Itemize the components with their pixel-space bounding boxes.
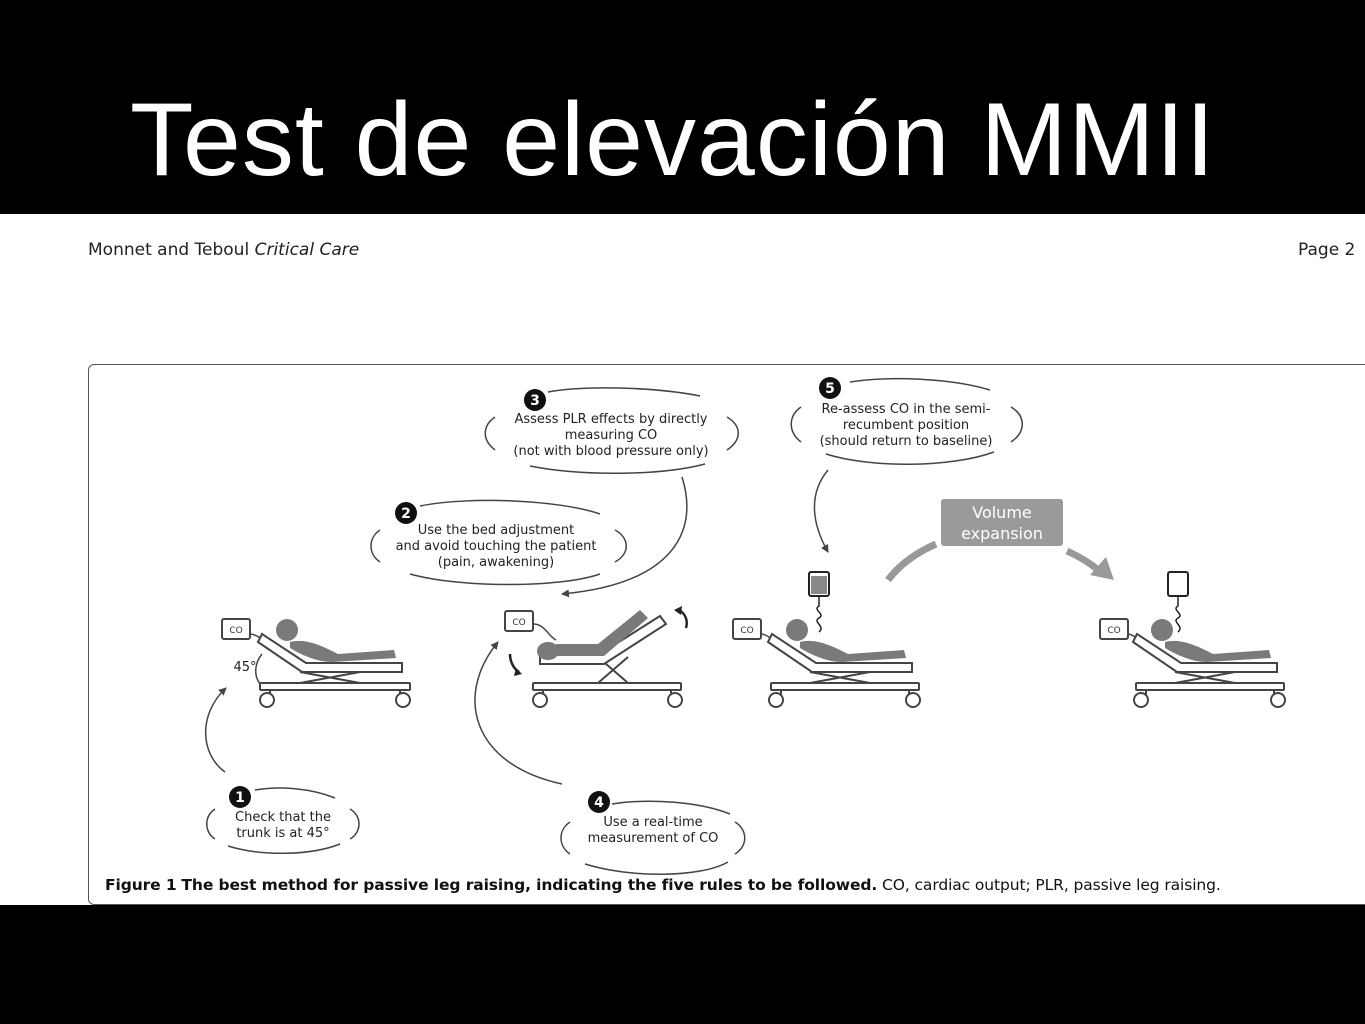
patient-head [786, 619, 808, 641]
caption-bold: The best method for passive leg raising,… [181, 876, 878, 894]
patient-body [290, 640, 396, 662]
step-4-callout: 4 Use a real-time measurement of CO [560, 791, 746, 875]
patient-head [537, 642, 559, 660]
volume-arc-left [885, 540, 938, 583]
patient-body [1165, 640, 1271, 662]
bed-wheel [1270, 692, 1286, 708]
step-4-line: measurement of CO [588, 831, 719, 846]
arrow-head [514, 668, 522, 676]
co-monitor-label: CO [740, 626, 753, 636]
step-5-badge [819, 377, 841, 399]
co-monitor-label: CO [512, 618, 525, 628]
iv-bag-fluid [811, 576, 827, 594]
bed-frame [770, 682, 920, 691]
angle-arc [255, 653, 263, 685]
step-4-badge [588, 791, 610, 813]
bed-station-4: CO [1099, 571, 1286, 708]
step-2-number: 2 [401, 506, 411, 522]
volume-expansion-line: expansion [961, 524, 1043, 543]
slide-title-bar: Test de elevación MMII [0, 0, 1365, 214]
step-1-number: 1 [235, 790, 245, 806]
paper-page-label: Page 2 [1298, 240, 1356, 260]
paper-journal: Critical Care [254, 240, 360, 260]
step-1-callout: 1 Check that the trunk is at 45° [206, 786, 360, 855]
step-2-line: Use the bed adjustment [418, 523, 574, 538]
step-2-badge [395, 502, 417, 524]
step-5-line: (should return to baseline) [820, 434, 993, 449]
step-3-badge [524, 389, 546, 411]
volume-expansion-line: Volume [972, 503, 1032, 522]
paper-figure-panel: Monnet and Teboul Critical Care Page 2 C… [0, 214, 1365, 905]
arrow-step3-to-bed2 [561, 476, 688, 598]
bed-wheel [532, 692, 548, 708]
step-4-number: 4 [594, 795, 604, 811]
figure-caption: Figure 1 The best method for passive leg… [105, 876, 1221, 894]
iv-bag-empty-icon [1167, 571, 1189, 597]
bed-wheel [905, 692, 921, 708]
step-2-callout: 2 Use the bed adjustment and avoid touch… [370, 499, 627, 586]
volume-arrow-head [1090, 557, 1114, 580]
co-monitor-icon [1099, 618, 1129, 640]
volume-expansion-box [941, 499, 1063, 546]
bed-frame [1135, 682, 1285, 691]
step-3-line: Assess PLR effects by directly [514, 412, 707, 427]
arrow-step1-to-bed1 [205, 687, 227, 773]
bed-mattress [256, 632, 403, 673]
bed-station-1: CO 45° [221, 618, 411, 708]
figure-diagram: CO 45° CO [205, 377, 1286, 875]
bed-station-3: CO [732, 571, 921, 708]
caption-label: Figure 1 [105, 876, 177, 894]
paper-header-left: Monnet and Teboul Critical Care [88, 240, 359, 260]
volume-expansion: Volume expansion [885, 499, 1114, 583]
rotate-down-arrow-icon [508, 653, 520, 674]
step-3-number: 3 [530, 393, 540, 409]
co-monitor-label: CO [229, 626, 242, 636]
arrow-step5-to-bed3 [813, 469, 829, 553]
figure-frame [88, 364, 1365, 905]
patient-body-legs-raised [556, 610, 648, 656]
bed-frame [259, 682, 411, 691]
patient-head [276, 619, 298, 641]
step-4-line: Use a real-time [603, 815, 702, 830]
step-3-line: (not with blood pressure only) [513, 444, 708, 459]
step-5-number: 5 [825, 381, 835, 397]
co-monitor-icon [221, 618, 251, 640]
iv-line [816, 596, 822, 633]
step-1-badge [229, 786, 251, 808]
monitor-cable [532, 623, 557, 641]
step-3-callout: 3 Assess PLR effects by directly measuri… [484, 387, 739, 474]
paper-authors: Monnet and Teboul [88, 240, 250, 260]
angle-label: 45° [233, 660, 256, 675]
bed-wheel [1133, 692, 1149, 708]
bed-mattress [766, 632, 913, 673]
step-5-callout: 5 Re-assess CO in the semi- recumbent po… [790, 377, 1023, 465]
co-monitor-label: CO [1107, 626, 1120, 636]
slide-bottom-band [0, 905, 1365, 1024]
bed-mattress [1131, 632, 1278, 673]
step-2-line: (pain, awakening) [438, 555, 554, 570]
step-5-line: Re-assess CO in the semi- [822, 402, 991, 417]
volume-arc-right [1065, 547, 1103, 575]
bed-wheel [259, 692, 275, 708]
caption-rest: CO, cardiac output; PLR, passive leg rai… [882, 876, 1221, 894]
step-2-line: and avoid touching the patient [396, 539, 597, 554]
connector-arrows [205, 469, 829, 785]
iv-line [1175, 596, 1181, 633]
bed-frame [532, 682, 682, 691]
bed-wheel [395, 692, 411, 708]
arrow-head [674, 606, 682, 615]
patient-head [1151, 619, 1173, 641]
step-1-line: Check that the [235, 810, 331, 825]
bed-wheel [667, 692, 683, 708]
co-monitor-icon [732, 618, 762, 640]
step-5-line: recumbent position [843, 418, 969, 433]
step-1-line: trunk is at 45° [236, 826, 329, 841]
patient-body [800, 640, 906, 662]
co-monitor-icon [504, 610, 534, 632]
bed-wheel [768, 692, 784, 708]
step-3-line: measuring CO [565, 428, 658, 443]
arrow-step4-to-bed2 [474, 641, 563, 785]
bed-station-2: CO [504, 606, 688, 708]
slide-title: Test de elevación MMII [130, 82, 1216, 198]
